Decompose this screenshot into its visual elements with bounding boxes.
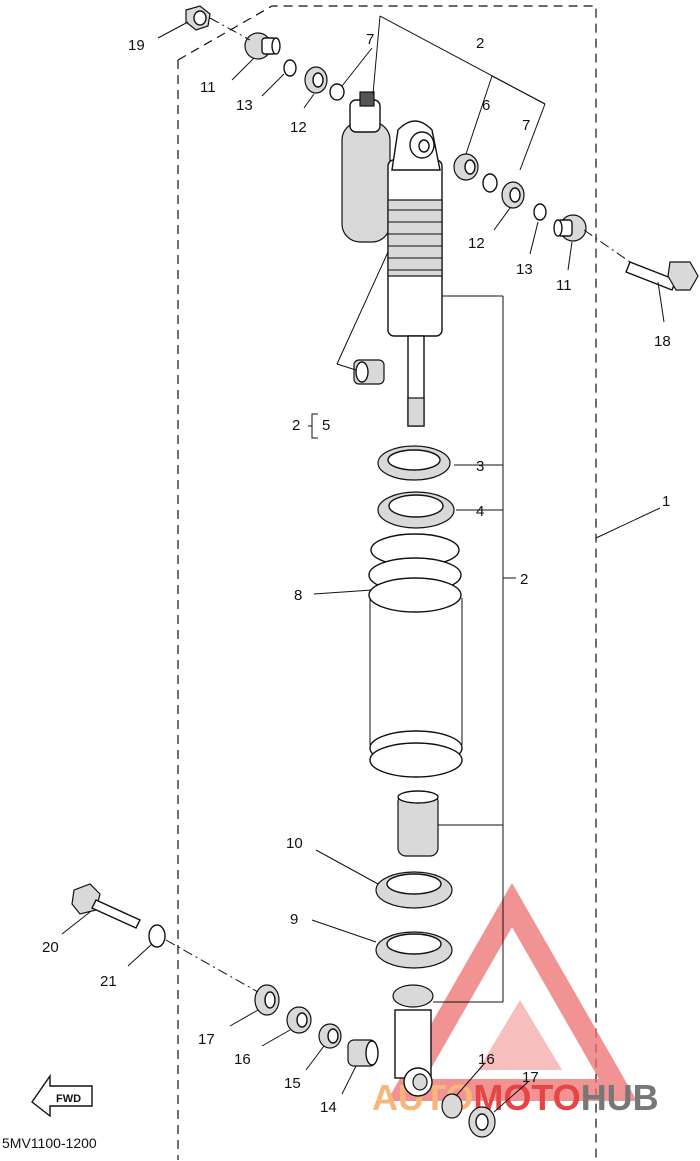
callout-15: 15 — [284, 1075, 301, 1092]
callout-2-top: 2 — [476, 35, 484, 52]
callout-18: 18 — [654, 333, 671, 350]
part-6-bearing — [453, 153, 479, 181]
callout-21: 21 — [100, 973, 117, 990]
callout-7-lower: 7 — [522, 117, 530, 134]
callout-14: 14 — [320, 1099, 337, 1116]
callout-13-left: 13 — [236, 97, 253, 114]
callout-20: 20 — [42, 939, 59, 956]
callout-17-left: 17 — [198, 1031, 215, 1048]
callout-bracket-5 — [308, 413, 318, 439]
assembly-boundary — [177, 5, 597, 1160]
callout-11-right: 11 — [556, 277, 572, 294]
part-19-nut — [185, 5, 211, 31]
part-15-spacer — [318, 1023, 342, 1049]
callout-9: 9 — [290, 911, 298, 928]
callout-16-right: 16 — [478, 1051, 495, 1068]
callout-2-assembly: 2 — [520, 571, 528, 588]
part-10-spring-seat — [375, 871, 453, 909]
fwd-arrow: FWD — [31, 1073, 93, 1118]
part-7-circlip-upper — [329, 83, 345, 101]
part-18-bolt — [625, 261, 699, 291]
callout-11-left: 11 — [200, 79, 216, 96]
alignment-lines — [165, 17, 631, 993]
callout-19: 19 — [128, 37, 145, 54]
callout-12-left: 12 — [290, 119, 307, 136]
part-7-circlip-lower — [482, 173, 498, 193]
part-11-collar-right — [553, 214, 587, 242]
part-20-bolt — [71, 883, 141, 929]
watermark-part-hub: HUB — [581, 1077, 659, 1118]
diagram-code: 5MV1100-1200 — [2, 1135, 97, 1151]
leader-lines — [61, 15, 665, 1113]
part-3-locknut — [377, 445, 451, 481]
callout-labels: 2 7 19 11 13 12 6 7 12 13 11 18 2 5 3 4 … — [42, 31, 671, 1116]
watermark-logo — [387, 882, 637, 1101]
part-13-circlip-left — [283, 59, 297, 77]
part-16-seal-left — [286, 1006, 312, 1034]
callout-12-right: 12 — [468, 235, 485, 252]
part-8-spring — [368, 533, 463, 778]
callout-13-right: 13 — [516, 261, 533, 278]
part-5-bushing — [353, 359, 385, 385]
part-2-shock-body — [387, 120, 443, 427]
part-11-collar-left — [244, 32, 281, 60]
callout-8: 8 — [294, 587, 302, 604]
part-12-seal-left — [304, 66, 328, 94]
callout-17-right: 17 — [522, 1069, 539, 1086]
part-17-collar-left — [254, 984, 280, 1016]
callout-6: 6 — [482, 97, 490, 114]
callout-2-bushing: 2 — [292, 417, 300, 434]
part-12-seal-right — [501, 181, 525, 209]
part-2-shock-reservoir — [341, 91, 391, 243]
callout-7-upper: 7 — [366, 31, 374, 48]
part-17-collar-right — [468, 1106, 496, 1138]
callout-10: 10 — [286, 835, 303, 852]
callout-16-left: 16 — [234, 1051, 251, 1068]
callout-3: 3 — [476, 458, 484, 475]
part-21-washer — [148, 924, 166, 948]
callout-5: 5 — [322, 417, 330, 434]
part-9-spring-guide — [375, 931, 453, 969]
part-4-adjuster-ring — [377, 491, 455, 529]
callout-4: 4 — [476, 503, 484, 520]
part-bump-rubber — [397, 790, 439, 857]
part-14-bearing — [347, 1039, 379, 1067]
part-16-seal-right — [441, 1093, 463, 1119]
callout-1: 1 — [662, 493, 670, 510]
part-13-circlip-right — [533, 203, 547, 221]
part-2-lower-eye — [392, 984, 434, 1097]
fwd-label: FWD — [56, 1093, 81, 1105]
